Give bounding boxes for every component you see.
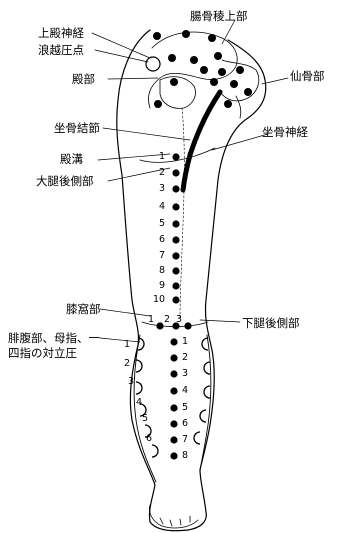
thigh-number-3: 3 <box>159 182 165 195</box>
leader-calf <box>100 338 140 342</box>
label-iliac-crest-upper: 腸骨稜上部 <box>190 10 248 23</box>
leg-number-1: 1 <box>182 335 188 348</box>
foot <box>150 505 199 528</box>
thigh-dot-9 <box>172 282 179 289</box>
gluteal-dot-2 <box>182 30 190 38</box>
gluteal-dot-4 <box>168 54 176 62</box>
calf-number-3: 3 <box>128 375 134 388</box>
leg-dot-3 <box>170 370 177 377</box>
namikoshi-point-ring <box>146 57 160 71</box>
gluteal-dot-13 <box>224 100 232 108</box>
gluteal-dot-7 <box>170 78 178 86</box>
label-calf-line1: 腓腹部、母指、一 <box>8 332 100 345</box>
thigh-dot-6 <box>172 236 179 243</box>
popliteal-number-2: 2 <box>164 313 170 326</box>
leader-namikoshi <box>95 50 148 62</box>
leader-superior-gluteal <box>92 33 150 58</box>
thigh-number-9: 9 <box>159 279 165 292</box>
leg-number-3: 3 <box>182 367 188 380</box>
thigh-number-7: 7 <box>159 249 165 262</box>
label-calf-line2: 四指の対立圧 <box>8 347 77 360</box>
leg-number-5: 5 <box>182 401 188 414</box>
leg-dot-6 <box>170 420 177 427</box>
label-popliteal: 膝窩部 <box>66 303 101 316</box>
leader-popliteal <box>100 309 150 316</box>
gluteal-dot-12 <box>154 100 162 108</box>
thigh-number-4: 4 <box>159 200 165 213</box>
calf-number-6: 6 <box>146 432 152 445</box>
leg-dot-7 <box>170 436 177 443</box>
leg-dot-8 <box>170 452 177 459</box>
thigh-number-5: 5 <box>159 217 165 230</box>
popliteal-number-1: 1 <box>148 313 154 326</box>
thigh-dot-10 <box>172 296 179 303</box>
label-gluteal-fold: 殿溝 <box>60 153 83 166</box>
gluteal-dot-9 <box>218 68 226 76</box>
label-sacral: 仙骨部 <box>290 70 325 83</box>
label-sciatic-nerve: 坐骨神経 <box>262 126 308 139</box>
thigh-number-8: 8 <box>159 264 165 277</box>
coccyx <box>236 96 241 118</box>
calf-number-2: 2 <box>124 357 130 370</box>
label-gluteal: 殿部 <box>72 73 95 86</box>
thigh-dot-3 <box>172 185 179 192</box>
label-superior-gluteal-nerve: 上殿神経 <box>38 27 84 40</box>
gluteal-dot-15 <box>236 66 244 74</box>
label-namikoshi-point: 浪越圧点 <box>38 44 84 57</box>
thigh-dot-8 <box>172 267 179 274</box>
gluteal-dot-3 <box>208 34 216 42</box>
gluteal-dot-5 <box>190 56 198 64</box>
gluteal-dot-1 <box>153 32 161 40</box>
leader-gluteal <box>108 78 158 79</box>
thigh-dot-2 <box>172 169 179 176</box>
thigh-number-6: 6 <box>159 233 165 246</box>
gluteal-dot-8 <box>200 66 208 74</box>
label-posterior-thigh: 大腿後側部 <box>36 175 94 188</box>
leg-number-2: 2 <box>182 351 188 364</box>
femur-line <box>180 108 184 318</box>
pressure-dots <box>153 30 252 460</box>
leg-number-8: 8 <box>182 449 188 462</box>
calf-number-1: 1 <box>124 338 130 351</box>
leg-dot-4 <box>170 387 177 394</box>
popliteal-dot-1 <box>156 322 163 329</box>
popliteal-number-3: 3 <box>176 313 182 326</box>
popliteal-dot-3 <box>184 322 191 329</box>
gluteal-dot-11 <box>244 88 252 96</box>
gluteal-dot-10 <box>230 80 238 88</box>
thigh-number-1: 1 <box>159 150 165 163</box>
sciatic-nerve <box>183 92 220 190</box>
label-sacrotuberous: 坐骨結節 <box>54 122 100 135</box>
leg-dot-2 <box>170 354 177 361</box>
gluteal-dot-6 <box>214 52 222 60</box>
leader-sacrotuberous <box>103 128 190 140</box>
leg-number-7: 7 <box>182 433 188 446</box>
gluteal-dot-14 <box>210 78 218 86</box>
calf-number-5: 5 <box>142 412 148 425</box>
leader-sciatic <box>212 134 268 150</box>
thigh-dot-5 <box>172 220 179 227</box>
label-posterior-leg: 下腿後側部 <box>242 317 300 330</box>
leg-number-4: 4 <box>182 384 188 397</box>
leader-sacral <box>262 78 288 84</box>
thigh-dot-7 <box>172 252 179 259</box>
thigh-dot-4 <box>172 203 179 210</box>
thigh-dot-1 <box>172 153 179 160</box>
calf-number-4: 4 <box>136 396 142 409</box>
leg-dot-1 <box>170 338 177 345</box>
thigh-number-10: 10 <box>153 293 165 306</box>
leg-number-6: 6 <box>182 417 188 430</box>
thigh-number-2: 2 <box>159 166 165 179</box>
leg-dot-5 <box>170 404 177 411</box>
